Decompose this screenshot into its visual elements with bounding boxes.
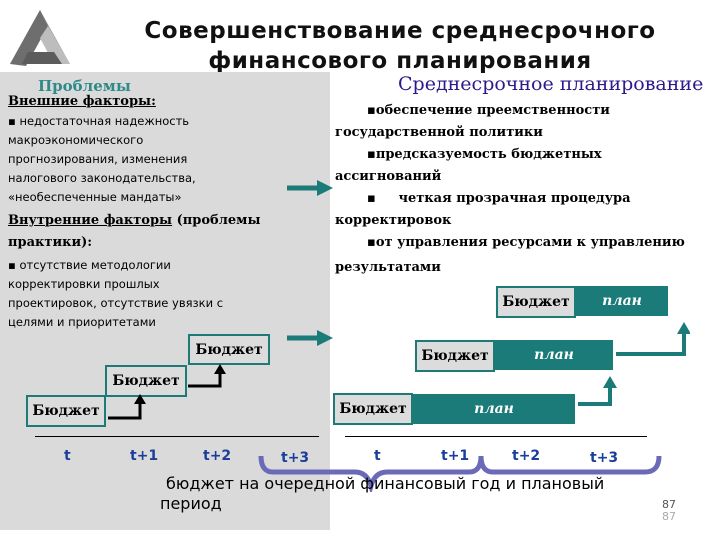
footer-line-1: бюджет на очередной финансовый год и пла… [166, 474, 605, 493]
right-arrow-icon [287, 330, 333, 346]
timeline-label: t+3 [590, 450, 619, 466]
timeline-label: t+2 [512, 448, 541, 464]
title-line-1: Совершенствование среднесрочного [144, 18, 656, 44]
problems-panel [0, 72, 330, 530]
plan-bar-r2: план [495, 340, 613, 370]
internal-factors-block: Внутренние факторы (проблемы практики): … [8, 210, 328, 332]
rolling-arrows [578, 322, 690, 406]
timeline-label: t+1 [130, 448, 159, 464]
planning-b1-line1: обеспечение преемственности [375, 103, 610, 118]
timeline-axis-right [345, 436, 647, 437]
external-line-2: макроэкономического [8, 133, 144, 147]
problems-header: Проблемы [38, 77, 131, 95]
timeline-label: t+1 [441, 448, 470, 464]
timeline-axis-left [35, 436, 319, 437]
timeline-label: t+2 [203, 448, 232, 464]
bullet-icon: ▪ [367, 191, 399, 206]
plan-bar-r1: план [413, 394, 575, 424]
budget-box-t2: Бюджет [188, 334, 270, 365]
timeline-label: t+3 [281, 450, 310, 466]
bullet-icon: ▪ [8, 258, 20, 272]
planning-b3-line2: корректировок [335, 213, 452, 228]
bullet-icon: ▪ [8, 114, 20, 128]
internal-line-3: проектировок, отсутствие увязки с [8, 296, 224, 310]
internal-heading-rest: (проблемы [172, 213, 261, 228]
planning-b3-line1: четкая прозрачная процедура [398, 191, 631, 206]
external-line-5: «необеспеченные мандаты» [8, 190, 182, 204]
external-factors-heading: Внешние факторы: [8, 94, 156, 109]
internal-factors-text: ▪ отсутствие методологии корректировки п… [8, 256, 328, 332]
footer-line-2: период [160, 494, 222, 513]
external-line-3: прогнозирования, изменения [8, 152, 188, 166]
page-title: Совершенствование среднесрочного финансо… [120, 16, 680, 76]
bullet-icon: ▪ [367, 103, 376, 118]
planning-bullets: ▪обеспечение преемственности государстве… [335, 100, 717, 279]
page-number: 87 [662, 498, 676, 511]
bullet-icon: ▪ [367, 147, 376, 162]
planning-b2-line2: ассигнований [335, 169, 442, 184]
internal-line-2: корректировки прошлых [8, 277, 160, 291]
page-number-shadow: 87 [662, 510, 676, 523]
plan-bar-r3: план [576, 286, 668, 316]
planning-b4-line2: результатами [335, 260, 441, 275]
budget-box-t: Бюджет [26, 395, 106, 427]
planning-header: Среднесрочное планирование [398, 73, 704, 95]
triangle-logo-icon [10, 10, 70, 66]
planning-b4-line1: от управления ресурсами к управлению [375, 235, 685, 250]
external-factors-block: Внешние факторы: ▪ недостаточная надежно… [8, 94, 328, 207]
external-factors-text: ▪ недостаточная надежность макроэкономич… [8, 112, 328, 207]
budget-box-r1: Бюджет [333, 393, 413, 425]
external-line-4: налогового законодательства, [8, 171, 196, 185]
right-arrow-icon [287, 180, 333, 196]
planning-b1-line2: государственной политики [335, 125, 543, 140]
internal-heading-line-2: практики): [8, 235, 93, 250]
budget-box-t1: Бюджет [105, 365, 187, 397]
internal-line-4: целями и приоритетами [8, 315, 156, 329]
staircase-arrows [108, 364, 226, 420]
budget-box-r3: Бюджет [496, 286, 576, 318]
internal-line-1: отсутствие методологии [19, 258, 171, 272]
internal-heading-underlined: Внутренние факторы [8, 213, 173, 228]
title-line-2: финансового планирования [208, 48, 592, 74]
timeline-label: t [64, 448, 71, 464]
bullet-icon: ▪ [367, 235, 376, 250]
planning-b2-line1: предсказуемость бюджетных [375, 147, 602, 162]
internal-factors-heading: Внутренние факторы (проблемы практики): [8, 210, 328, 254]
footer-caption: бюджет на очередной финансовый год и пла… [160, 474, 670, 514]
timeline-label: t [374, 448, 381, 464]
external-line-1: недостаточная надежность [19, 114, 190, 128]
budget-box-r2: Бюджет [415, 340, 495, 372]
period-braces [258, 455, 662, 492]
